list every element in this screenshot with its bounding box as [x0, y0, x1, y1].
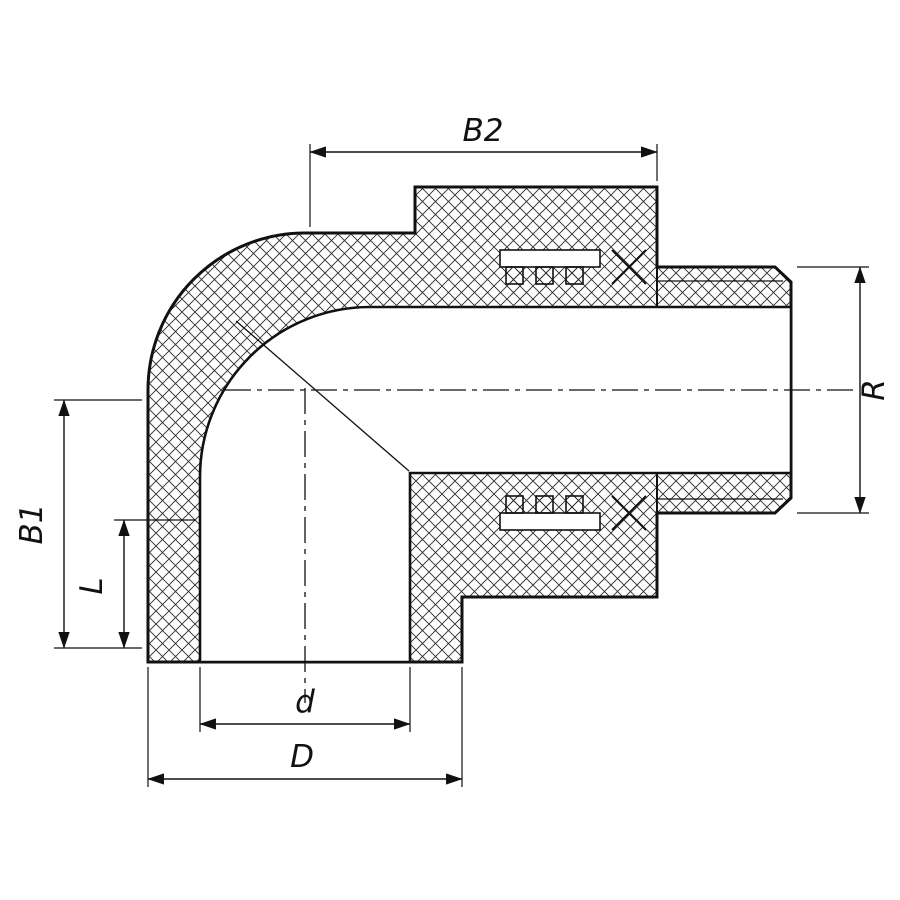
dimension-label-d-outer: D [290, 739, 314, 775]
dimension-r: R [797, 266, 892, 514]
insert-band-bottom [499, 512, 601, 531]
dimension-label-l: L [74, 577, 110, 594]
internal-thread-detail-bottom [499, 495, 647, 531]
elbow-bore [198, 305, 793, 664]
chamfer-cross-top [611, 249, 647, 285]
internal-thread-detail-top [499, 249, 647, 285]
insert-band-top [499, 249, 601, 268]
dimension-label-d-inner: d [295, 684, 315, 720]
dimension-label-b1: B1 [14, 504, 50, 545]
dimension-d-inner: d [199, 667, 411, 732]
thread-tooth [505, 495, 524, 514]
miter-line [235, 320, 410, 472]
dimension-b1: B1 [14, 399, 142, 649]
thread-tooth [505, 266, 524, 285]
dimension-label-r: R [856, 379, 892, 401]
dimension-label-b2: B2 [463, 113, 504, 149]
thread-tooth [565, 495, 584, 514]
dimension-b2: B2 [309, 113, 658, 227]
dimension-d-outer: D [147, 667, 463, 787]
dimension-l: L [74, 519, 196, 649]
thread-tooth [565, 266, 584, 285]
thread-tooth [535, 495, 554, 514]
thread-tooth [535, 266, 554, 285]
chamfer-cross-bottom [611, 495, 647, 531]
